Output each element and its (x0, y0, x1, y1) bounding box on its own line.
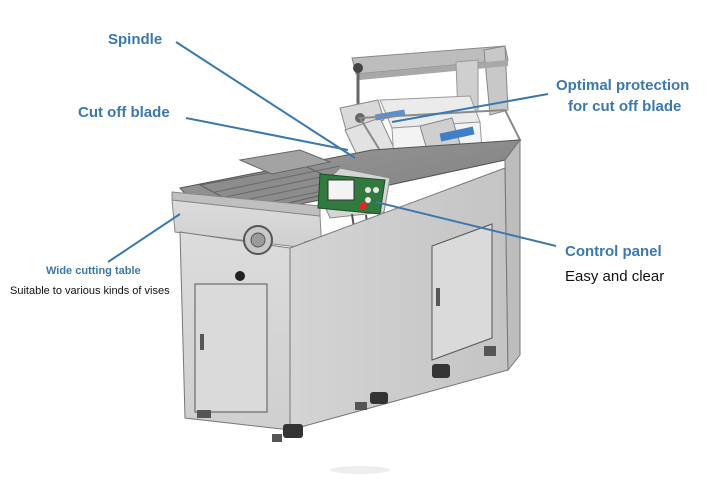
left-door (194, 283, 268, 413)
control-panel-leader (375, 201, 557, 247)
panel-screen (327, 179, 355, 201)
label-cut-off-blade: Cut off blade (78, 104, 170, 121)
label-control-panel: Control panel (565, 243, 662, 260)
cut-off-blade-leader (185, 117, 349, 151)
selector-knob (235, 271, 245, 281)
gantry-arm (351, 45, 509, 117)
label-wide-cutting-table: Wide cutting table (46, 265, 141, 277)
casters (197, 346, 496, 442)
right-door (431, 223, 493, 361)
emergency-stop-button (359, 202, 367, 210)
cabinet-body (179, 138, 521, 431)
label-for-cut-off-blade: for cut off blade (568, 98, 682, 115)
spindle-leader (175, 41, 356, 159)
wide-table-leader (107, 213, 181, 263)
floor-shadow (330, 466, 390, 474)
label-spindle: Spindle (108, 31, 163, 48)
protection-leader (391, 93, 549, 123)
leader-lines (107, 41, 557, 263)
label-easy-and-clear: Easy and clear (565, 268, 665, 285)
label-vises-note: Suitable to various kinds of vises (10, 285, 170, 297)
label-optimal-protection: Optimal protection (556, 77, 690, 94)
